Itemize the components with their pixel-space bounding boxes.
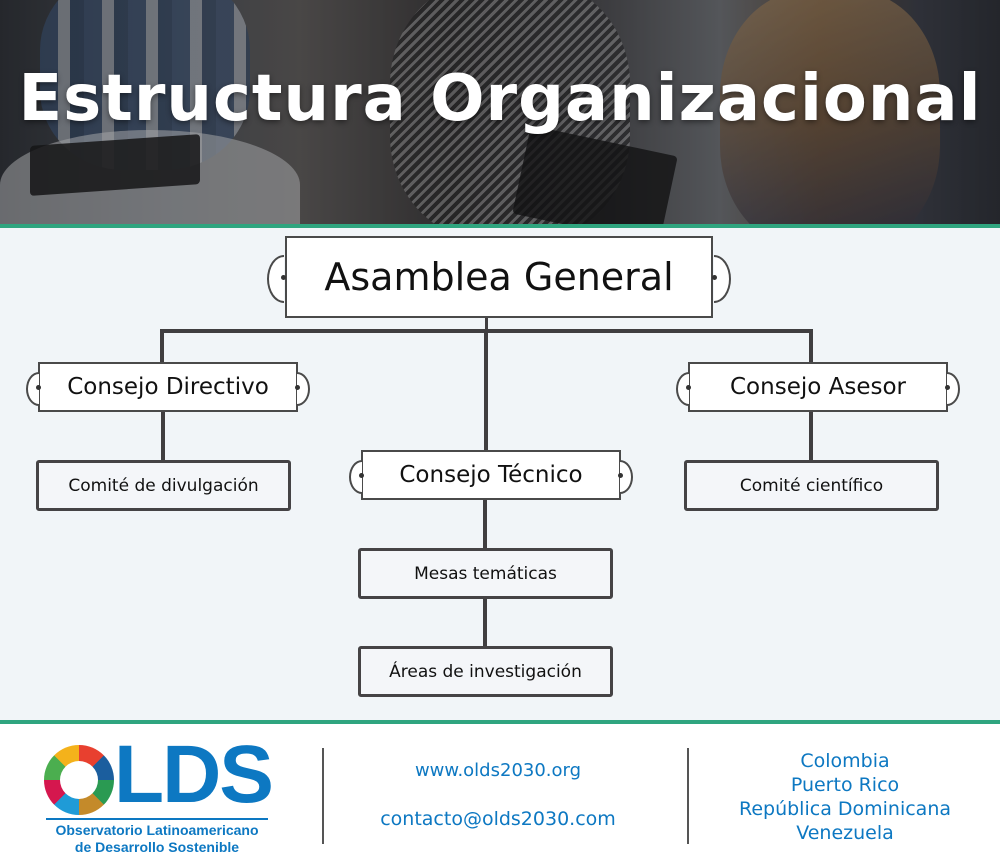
node-consejo-asesor: Consejo Asesor xyxy=(686,362,950,412)
hero-photo-shape xyxy=(720,0,940,224)
node-comite-cientifico: Comité científico xyxy=(684,460,939,511)
logo-letters: LDS xyxy=(114,729,274,820)
connector-root-down xyxy=(485,316,488,330)
logo-underline xyxy=(46,818,268,820)
node-areas-investigacion: Áreas de investigación xyxy=(358,646,613,697)
ornament-dot-icon xyxy=(359,473,364,478)
connector-asesor xyxy=(809,329,813,363)
ornament-dot-icon xyxy=(295,385,300,390)
sdg-color-wheel-icon xyxy=(44,745,114,815)
countries-list: Colombia Puerto Rico República Dominican… xyxy=(705,749,985,845)
footer-separator xyxy=(322,748,324,844)
node-label: Mesas temáticas xyxy=(414,563,557,584)
ornament-dot-icon xyxy=(945,385,950,390)
ornament-dot-icon xyxy=(618,473,623,478)
ornament-dot-icon xyxy=(281,275,286,280)
footer: LDS Observatorio Latinoamericano de Desa… xyxy=(0,724,1000,861)
node-label: Consejo Técnico xyxy=(399,462,583,488)
node-label: Áreas de investigación xyxy=(389,661,582,682)
node-label: Consejo Directivo xyxy=(67,374,269,400)
node-consejo-directivo: Consejo Directivo xyxy=(36,362,300,412)
org-chart: Asamblea General Consejo Directivo Conse… xyxy=(0,228,1000,720)
node-mesas-tematicas: Mesas temáticas xyxy=(358,548,613,599)
node-consejo-tecnico: Consejo Técnico xyxy=(359,450,623,500)
country-item: Colombia xyxy=(800,750,890,772)
divider-top xyxy=(0,224,1000,228)
page-title: Estructura Organizacional xyxy=(18,62,982,136)
connector-tecnico-mesas xyxy=(483,498,487,550)
node-comite-divulgacion: Comité de divulgación xyxy=(36,460,291,511)
email-link[interactable]: contacto@olds2030.com xyxy=(380,808,616,830)
connector-asesor-comite xyxy=(809,410,813,462)
website-link[interactable]: www.olds2030.org xyxy=(414,760,582,781)
logo-subtitle-line2: de Desarrollo Sostenible xyxy=(74,839,240,855)
ornament-dot-icon xyxy=(36,385,41,390)
connector-directivo-comite xyxy=(161,410,165,462)
node-asamblea-general: Asamblea General xyxy=(281,236,717,318)
ornament-dot-icon xyxy=(712,275,717,280)
olds-logo[interactable]: LDS Observatorio Latinoamericano de Desa… xyxy=(44,734,274,855)
hero-overlay xyxy=(0,0,1000,224)
country-item: Puerto Rico xyxy=(790,774,900,796)
divider-bottom xyxy=(0,720,1000,724)
connector-directivo xyxy=(160,329,164,363)
node-label: Consejo Asesor xyxy=(730,374,906,400)
ornament-dot-icon xyxy=(686,385,691,390)
node-label: Comité de divulgación xyxy=(68,475,259,496)
connector-mesas-areas xyxy=(483,598,487,648)
node-label: Comité científico xyxy=(739,475,884,496)
connector-tecnico xyxy=(484,329,488,451)
footer-separator xyxy=(687,748,689,844)
country-item: República Dominicana xyxy=(738,798,952,820)
node-label: Asamblea General xyxy=(324,255,674,299)
hero-banner: Estructura Organizacional xyxy=(0,0,1000,224)
logo-subtitle-line1: Observatorio Latinoamericano xyxy=(55,822,259,838)
country-item: Venezuela xyxy=(796,822,894,844)
